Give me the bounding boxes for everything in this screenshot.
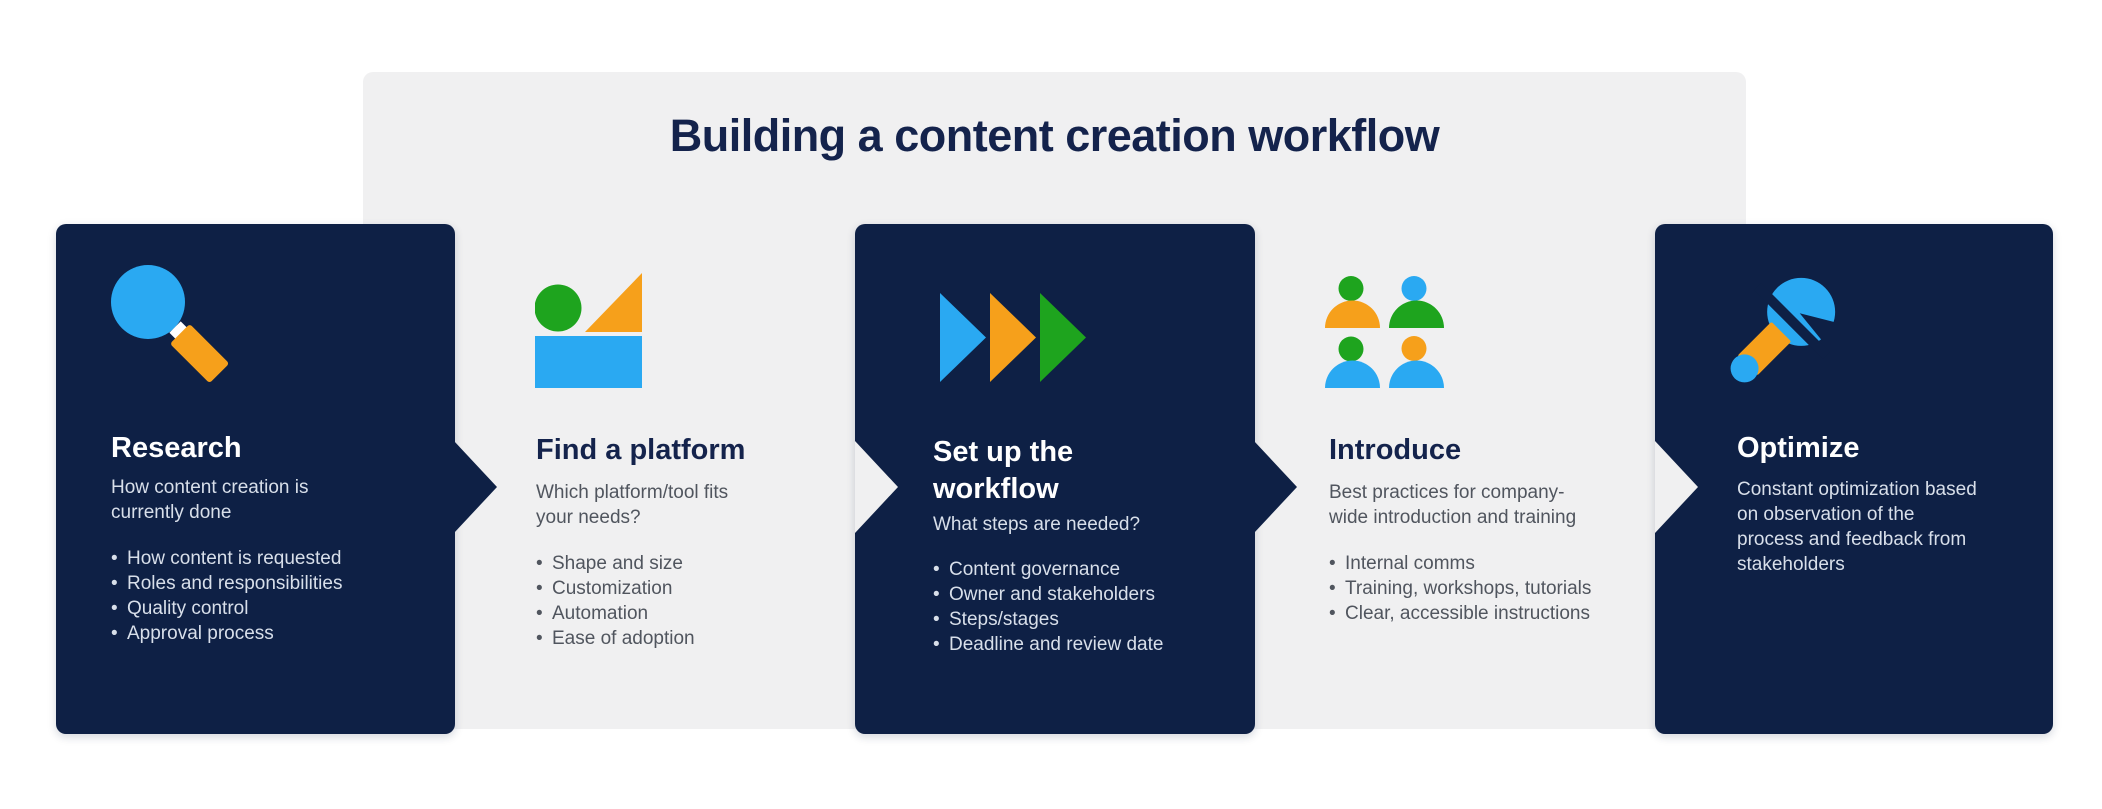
list-item: • Roles and responsibilities xyxy=(111,571,451,596)
bullet-dot: • xyxy=(933,609,940,630)
step-title-find-a-platform: Find a platform xyxy=(536,434,746,466)
bullet-dot: • xyxy=(536,578,543,599)
step-bullets-research: • How content is requested • Roles and res… xyxy=(111,546,451,646)
wrench-slot xyxy=(1753,282,1831,360)
magnifier-glass xyxy=(111,265,185,339)
list-item: • Shape and size xyxy=(536,551,876,576)
person-head xyxy=(1401,276,1427,301)
shapes-icon xyxy=(535,273,642,388)
wrench-handle-cap xyxy=(1730,354,1759,383)
step-description-find-a-platform: Which platform/tool fits your needs? xyxy=(536,482,729,528)
bullet-text: Customization xyxy=(552,578,673,599)
person-head xyxy=(1338,276,1364,301)
bullet-dot: • xyxy=(933,584,940,605)
step-bullets-introduce: • Internal comms • Training, workshops, tu… xyxy=(1329,551,1669,626)
page-title: Building a content creation workflow xyxy=(669,110,1440,161)
bullet-dot: • xyxy=(536,553,543,574)
bullet-text: Steps/stages xyxy=(949,609,1059,630)
bullet-text: Deadline and review date xyxy=(949,634,1164,655)
bullet-dot: • xyxy=(536,628,543,649)
shape-rectangle xyxy=(535,336,642,388)
shape-triangle xyxy=(585,273,642,332)
bullet-text: Approval process xyxy=(127,623,274,644)
person-body xyxy=(1389,300,1444,328)
bullet-text: Owner and stakeholders xyxy=(949,584,1155,605)
list-item: • Quality control xyxy=(111,596,451,621)
list-item: • Automation xyxy=(536,601,876,626)
person-head xyxy=(1401,336,1427,361)
list-item: • Content governance xyxy=(933,557,1273,582)
bullet-dot: • xyxy=(111,623,118,644)
ff-triangle-orange xyxy=(990,293,1036,382)
bullet-dot: • xyxy=(933,559,940,580)
bullet-text: Shape and size xyxy=(552,553,683,574)
list-item: • Clear, accessible instructions xyxy=(1329,601,1669,626)
bullet-dot: • xyxy=(536,603,543,624)
bullet-text: Internal comms xyxy=(1345,553,1475,574)
people-icon xyxy=(1325,276,1444,388)
bullet-dot: • xyxy=(111,573,118,594)
magnifier-neck xyxy=(169,321,191,343)
step-bullets-find-a-platform: • Shape and size • Customization • Automati… xyxy=(536,551,876,651)
shape-circle xyxy=(535,284,582,332)
bullet-dot: • xyxy=(1329,578,1336,599)
bullet-text: Automation xyxy=(552,603,649,624)
step-title-set-up-workflow: Set up the workflow xyxy=(933,436,1074,505)
step-title-introduce: Introduce xyxy=(1329,434,1462,466)
step-description-set-up-workflow: What steps are needed? xyxy=(933,514,1141,535)
step-bullets-set-up-workflow: • Content governance • Owner and stakehold… xyxy=(933,557,1273,657)
wrench-icon xyxy=(1730,277,1842,383)
step-description-research: How content creation is currently done xyxy=(111,477,309,523)
list-item: • Training, workshops, tutorials xyxy=(1329,576,1669,601)
person-head xyxy=(1338,336,1364,362)
bullet-text: Content governance xyxy=(949,559,1121,580)
list-item: • Owner and stakeholders xyxy=(933,582,1273,607)
step-title-research: Research xyxy=(111,432,242,464)
ff-triangle-blue xyxy=(940,293,986,382)
step-description-introduce: Best practices for company- wide introdu… xyxy=(1329,482,1577,528)
bullet-text: Clear, accessible instructions xyxy=(1345,603,1590,624)
wrench-notch xyxy=(1799,313,1842,344)
person-body xyxy=(1325,360,1380,388)
bullet-text: Ease of adoption xyxy=(552,628,695,649)
list-item: • Ease of adoption xyxy=(536,626,876,651)
list-item: • Approval process xyxy=(111,621,451,646)
bullet-text: Roles and responsibilities xyxy=(127,573,343,594)
bullet-dot: • xyxy=(111,548,118,569)
magnifier-handle xyxy=(171,325,229,383)
card-optimize xyxy=(1655,224,2053,734)
list-item: • Steps/stages xyxy=(933,607,1273,632)
list-item: • Deadline and review date xyxy=(933,632,1273,657)
bullet-dot: • xyxy=(1329,603,1336,624)
list-item: • How content is requested xyxy=(111,546,451,571)
step-description-optimize: Constant optimization based on observati… xyxy=(1737,479,1977,575)
person-body xyxy=(1325,300,1380,328)
bullet-dot: • xyxy=(933,634,940,655)
fast-forward-icon xyxy=(940,293,1086,382)
bullet-text: How content is requested xyxy=(127,548,342,569)
bullet-text: Quality control xyxy=(127,598,249,619)
bullet-dot: • xyxy=(1329,553,1336,574)
bullet-dot: • xyxy=(111,598,118,619)
ff-triangle-green xyxy=(1040,293,1086,382)
bullet-text: Training, workshops, tutorials xyxy=(1345,578,1592,599)
magnifier-icon xyxy=(111,265,229,383)
person-body xyxy=(1389,360,1444,388)
list-item: • Customization xyxy=(536,576,876,601)
step-title-optimize: Optimize xyxy=(1737,432,1860,464)
list-item: • Internal comms xyxy=(1329,551,1669,576)
